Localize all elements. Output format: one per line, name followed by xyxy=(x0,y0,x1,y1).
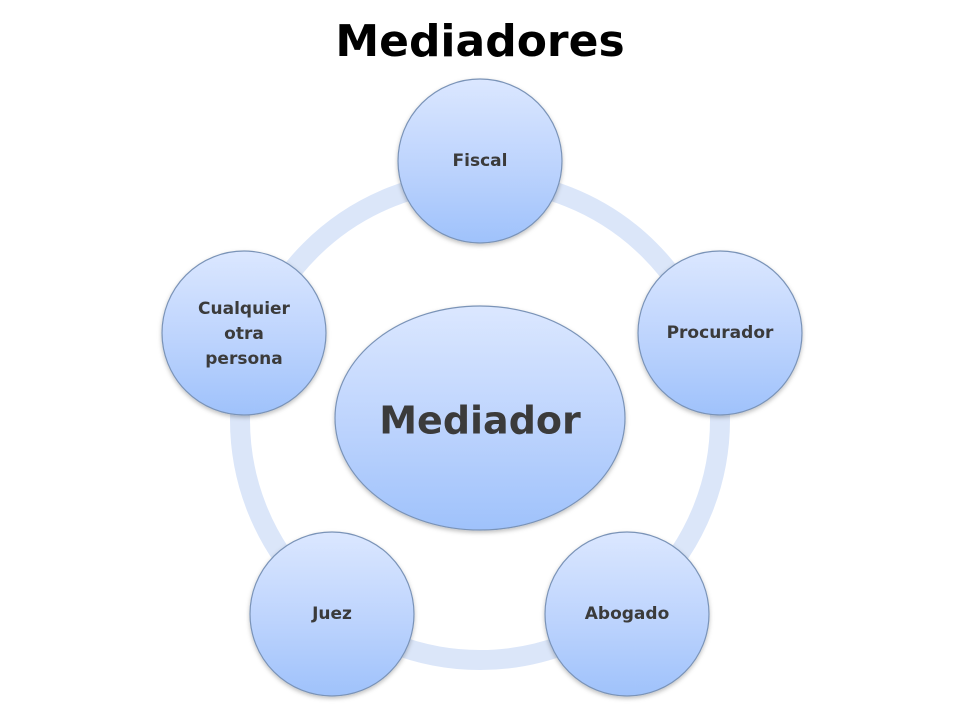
node-abogado-label: Abogado xyxy=(585,604,670,624)
slide-title: Mediadores xyxy=(335,16,625,67)
center-node: Mediador xyxy=(334,305,626,531)
node-cualquier-line-3: persona xyxy=(205,349,282,369)
node-juez: Juez xyxy=(249,531,415,697)
node-fiscal: Fiscal xyxy=(397,78,563,244)
node-juez-label: Juez xyxy=(311,604,352,624)
node-cualquier-otra-persona: Cualquier otra persona xyxy=(161,250,327,416)
node-cualquier-line-2: otra xyxy=(224,324,264,344)
node-fiscal-label: Fiscal xyxy=(453,151,508,171)
node-procurador-label: Procurador xyxy=(667,323,774,343)
node-cualquier-line-1: Cualquier xyxy=(198,299,291,319)
node-procurador: Procurador xyxy=(637,250,803,416)
center-node-label: Mediador xyxy=(379,399,581,443)
node-abogado: Abogado xyxy=(544,531,710,697)
